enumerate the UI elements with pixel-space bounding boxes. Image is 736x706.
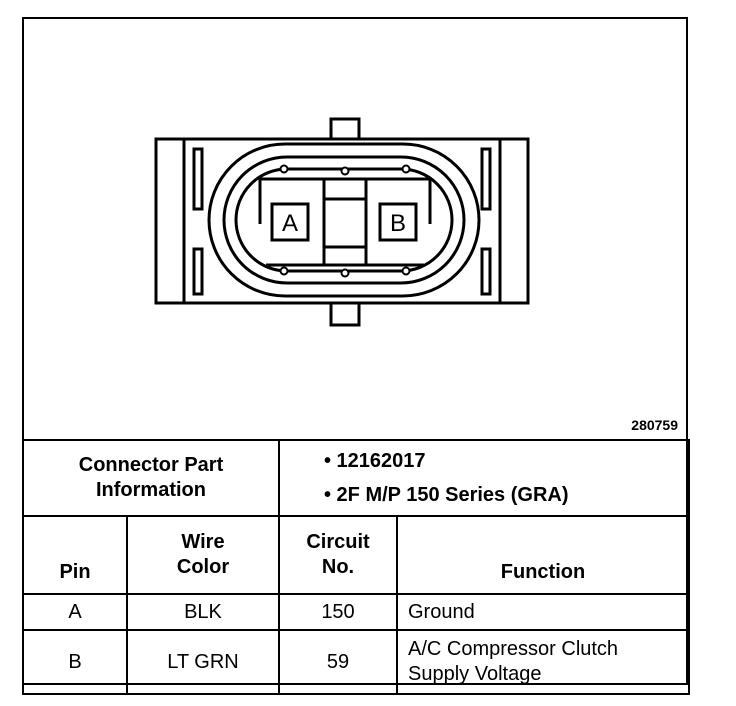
inner-seal-ring bbox=[234, 167, 454, 273]
row-b-wire-color: LT GRN bbox=[126, 629, 280, 695]
bottom-latch-tab bbox=[329, 301, 361, 327]
connector-info-label: Connector Part Information bbox=[22, 439, 280, 517]
header-wire-color-line1: Wire bbox=[181, 531, 225, 553]
row-b-function-line1: A/C Compressor Clutch bbox=[408, 638, 619, 660]
connector-end-view-frame: A B 280759 Connector Part Information • … bbox=[22, 17, 691, 695]
row-b-function: A/C Compressor Clutch Supply Voltage bbox=[395, 629, 691, 695]
connector-info-values: • 12162017 • 2F M/P 150 Series (GRA) bbox=[277, 439, 691, 517]
header-circuit-line1: Circuit bbox=[306, 531, 370, 553]
connector-diagram: A B bbox=[154, 117, 530, 327]
connector-info-row: Connector Part Information • 12162017 • … bbox=[22, 439, 691, 517]
series-name: • 2F M/P 150 Series (GRA) bbox=[324, 484, 569, 506]
figure-number: 280759 bbox=[631, 417, 678, 433]
cavity-b bbox=[378, 202, 418, 242]
outer-seal-ring bbox=[207, 142, 481, 298]
table-row: A BLK 150 Ground bbox=[22, 593, 691, 631]
right-upper-rib bbox=[480, 147, 492, 211]
pin-a-label: A bbox=[282, 210, 298, 237]
row-a-pin: A bbox=[22, 593, 128, 631]
left-upper-rib bbox=[192, 147, 204, 211]
row-b-function-line2: Supply Voltage bbox=[408, 663, 542, 685]
connector-info-label-line2: Information bbox=[96, 479, 206, 501]
header-function: Function bbox=[395, 515, 691, 595]
right-lower-rib bbox=[480, 247, 492, 296]
row-a-function: Ground bbox=[395, 593, 691, 631]
row-b-pin: B bbox=[22, 629, 128, 695]
cavity-a bbox=[270, 202, 310, 242]
pin-b-label: B bbox=[390, 210, 406, 237]
header-circuit: Circuit No. bbox=[278, 515, 398, 595]
left-lower-rib bbox=[192, 247, 204, 296]
cavity-a-outline bbox=[258, 177, 326, 267]
connector-info-label-line1: Connector Part bbox=[78, 454, 224, 476]
header-wire-color-line2: Color bbox=[176, 556, 230, 578]
connector-housing bbox=[154, 137, 530, 305]
top-latch-tab bbox=[329, 117, 361, 141]
row-a-circuit: 150 bbox=[278, 593, 398, 631]
middle-seal-ring bbox=[222, 155, 466, 285]
connector-pinout-table: Connector Part Information • 12162017 • … bbox=[22, 439, 691, 695]
table-row: B LT GRN 59 A/C Compressor Clutch Supply… bbox=[22, 629, 691, 695]
header-wire-color: Wire Color bbox=[126, 515, 280, 595]
cavity-b-outline bbox=[364, 177, 432, 267]
table-header-row: Pin Wire Color Circuit No. Function bbox=[22, 515, 691, 595]
header-circuit-line2: No. bbox=[321, 556, 355, 578]
header-pin: Pin bbox=[22, 515, 128, 595]
part-number: • 12162017 bbox=[324, 450, 426, 472]
row-b-circuit: 59 bbox=[278, 629, 398, 695]
center-key bbox=[322, 177, 368, 267]
row-a-function-line1: Ground bbox=[408, 600, 475, 623]
row-a-wire-color: BLK bbox=[126, 593, 280, 631]
